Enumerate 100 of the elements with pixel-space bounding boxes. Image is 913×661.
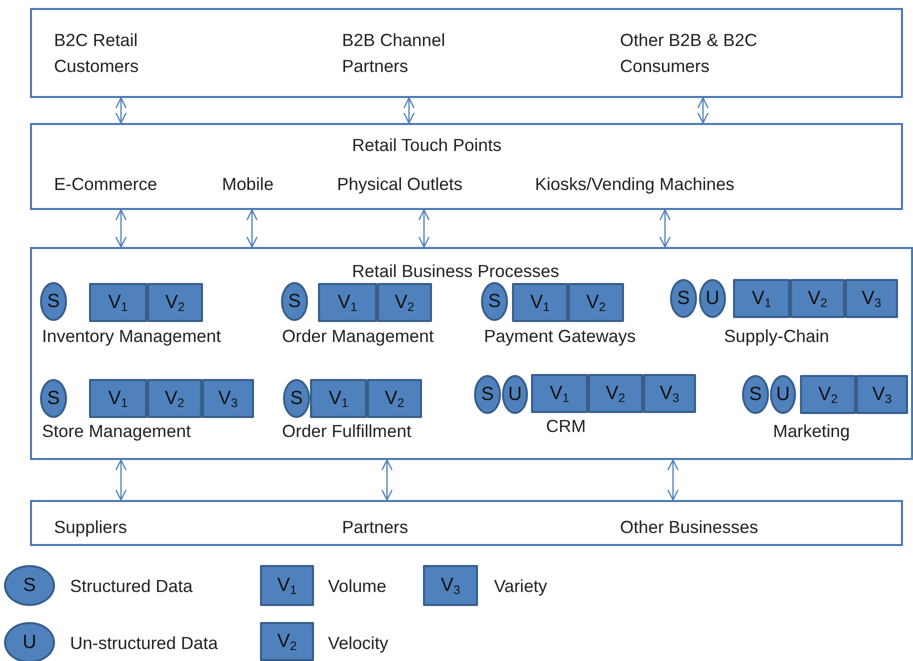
- box-heading: Retail Business Processes: [352, 260, 560, 283]
- symbol-text: V$_{2}$: [394, 292, 414, 314]
- symbol-text: V$_{2}$: [384, 388, 404, 410]
- symbol-text: V$_{1}$: [108, 388, 128, 410]
- symbol-text: V$_{2}$: [277, 630, 297, 652]
- data-tile: [89, 379, 147, 418]
- data-tile: [800, 375, 856, 414]
- box-text: B2B Channel Partners: [342, 29, 446, 78]
- data-tile: [318, 283, 377, 322]
- symbol-text: V$_{2}$: [164, 388, 184, 410]
- data-tile: [643, 374, 696, 413]
- data-tile: [310, 379, 367, 418]
- legend-text: Structured Data: [70, 576, 193, 597]
- symbol-text: V$_{2}$: [165, 292, 185, 314]
- symbol-text: S: [47, 388, 60, 410]
- data-oval: [283, 379, 310, 418]
- symbol-text: S: [749, 384, 762, 406]
- data-tile: [367, 379, 422, 418]
- symbol-text: S: [288, 290, 301, 312]
- container-box: [30, 123, 903, 210]
- symbol-text: S: [23, 574, 36, 596]
- box-text: Other Businesses: [620, 516, 758, 539]
- data-oval: [699, 279, 726, 318]
- process-label: Supply-Chain: [724, 326, 830, 347]
- symbol-text: V$_{3}$: [218, 388, 238, 410]
- data-oval: [474, 375, 501, 414]
- data-tile: [856, 375, 908, 414]
- double-arrow: [659, 209, 671, 248]
- data-oval: [4, 622, 55, 661]
- box-text: E-Commerce: [54, 173, 158, 196]
- symbol-text: S: [290, 388, 303, 410]
- symbol-text: S: [481, 384, 494, 406]
- symbol-text: V$_{1}$: [530, 292, 550, 314]
- double-arrow: [697, 97, 709, 124]
- data-tile: [147, 283, 203, 322]
- legend-text: Velocity: [328, 633, 388, 654]
- symbol-text: U: [776, 384, 790, 406]
- box-text: Suppliers: [54, 516, 127, 539]
- data-oval: [670, 279, 697, 318]
- symbol-text: V$_{1}$: [108, 292, 128, 314]
- symbol-text: V$_{2}$: [808, 288, 828, 310]
- data-tile: [147, 379, 202, 418]
- box-text: Partners: [342, 516, 408, 539]
- data-tile: [790, 279, 845, 318]
- symbol-text: U: [508, 384, 522, 406]
- double-arrow: [115, 459, 127, 501]
- data-tile: [423, 565, 478, 606]
- data-oval: [40, 379, 67, 418]
- process-label: Order Management: [282, 326, 434, 347]
- symbol-text: V$_{2}$: [586, 292, 606, 314]
- data-tile: [588, 374, 643, 413]
- data-oval: [40, 282, 67, 321]
- data-oval: [742, 375, 769, 414]
- legend-text: Un-structured Data: [70, 633, 218, 654]
- data-oval: [770, 375, 796, 414]
- box-text: Kiosks/Vending Machines: [535, 173, 734, 196]
- process-label: Inventory Management: [42, 326, 221, 347]
- symbol-text: V$_{3}$: [872, 384, 892, 406]
- symbol-text: V$_{2}$: [606, 382, 626, 404]
- symbol-text: V$_{1}$: [328, 388, 348, 410]
- symbol-text: V$_{3}$: [440, 574, 460, 596]
- box-text: Other B2B & B2C Consumers: [620, 29, 758, 78]
- double-arrow: [667, 459, 679, 501]
- container-box: [30, 247, 913, 460]
- process-label: Order Fulfillment: [282, 421, 412, 442]
- data-tile: [568, 283, 624, 322]
- symbol-text: V$_{1}$: [277, 574, 297, 596]
- data-oval: [4, 565, 55, 606]
- box-text: Mobile: [222, 173, 274, 196]
- data-tile: [260, 622, 314, 661]
- data-tile: [377, 283, 432, 322]
- data-tile: [531, 374, 588, 413]
- symbol-text: V$_{3}$: [660, 382, 680, 404]
- process-label: Marketing: [773, 421, 850, 442]
- symbol-text: S: [677, 288, 690, 310]
- container-box: [30, 8, 903, 98]
- symbol-text: U: [706, 288, 720, 310]
- data-oval: [481, 282, 508, 321]
- double-arrow: [403, 97, 415, 124]
- legend-text: Variety: [494, 576, 548, 597]
- symbol-text: V$_{2}$: [818, 384, 838, 406]
- legend-text: Volume: [328, 576, 386, 597]
- double-arrow: [115, 97, 127, 124]
- container-box: [30, 500, 903, 546]
- double-arrow: [418, 209, 430, 248]
- double-arrow: [381, 459, 393, 501]
- symbol-text: V$_{1}$: [752, 288, 772, 310]
- data-tile: [89, 283, 147, 322]
- box-text: Physical Outlets: [337, 173, 462, 196]
- box-heading: Retail Touch Points: [352, 134, 502, 157]
- symbol-text: V$_{3}$: [862, 288, 882, 310]
- data-tile: [202, 379, 254, 418]
- double-arrow: [246, 209, 258, 248]
- data-oval: [281, 282, 308, 321]
- symbol-text: V$_{1}$: [338, 292, 358, 314]
- symbol-text: S: [47, 290, 60, 312]
- double-arrow: [115, 209, 127, 248]
- data-tile: [733, 279, 790, 318]
- process-label: Store Management: [42, 421, 191, 442]
- data-tile: [512, 283, 568, 322]
